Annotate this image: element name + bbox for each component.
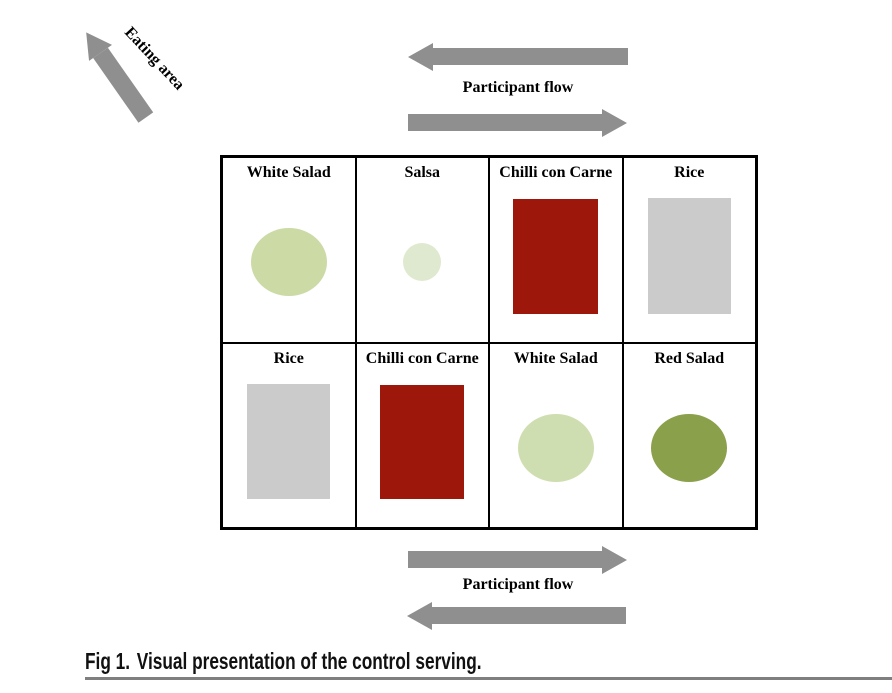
arrow-head-icon — [408, 42, 433, 71]
cell-label: Rice — [674, 164, 705, 181]
figure-caption-text: Visual presentation of the control servi… — [136, 648, 482, 674]
figure-caption: Fig 1.Visual presentation of the control… — [85, 648, 482, 675]
rice-rect — [647, 198, 731, 315]
shape-wrap — [357, 369, 489, 528]
cell-salsa: Salsa — [355, 157, 489, 343]
cell-white-salad-row2: White Salad — [489, 342, 623, 528]
white-salad-circle — [250, 228, 327, 297]
shape-wrap — [490, 369, 622, 528]
caption-divider-rule — [85, 677, 892, 680]
chilli-con-carne-rect — [380, 384, 465, 499]
cell-label: Chilli con Carne — [499, 164, 613, 181]
participant-flow-top-left-arrow-icon — [408, 42, 628, 71]
shape-wrap — [357, 183, 489, 342]
participant-flow-bottom-left-arrow-icon — [407, 601, 626, 630]
red-salad-circle — [651, 413, 728, 482]
participant-flow-top-label: Participant flow — [462, 79, 574, 96]
cell-chilli-con-carne-row2: Chilli con Carne — [355, 342, 489, 528]
cell-red-salad: Red Salad — [622, 342, 756, 528]
cell-label: Chilli con Carne — [365, 349, 479, 367]
shape-wrap — [624, 183, 756, 342]
shape-wrap — [624, 369, 756, 528]
rice-rect — [247, 384, 331, 500]
cell-label: Rice — [273, 349, 304, 367]
participant-flow-bottom-label: Participant flow — [462, 576, 574, 593]
salsa-circle — [403, 243, 442, 282]
chilli-con-carne-rect — [513, 198, 599, 314]
buffet-table: White Salad Salsa Chilli con Carne Rice — [220, 155, 758, 530]
participant-flow-bottom-right-arrow-icon — [408, 545, 627, 574]
cell-rice-row1: Rice — [622, 157, 756, 343]
participant-flow-top-right-arrow-icon — [408, 108, 627, 137]
shape-wrap — [490, 183, 622, 342]
arrow-head-icon — [602, 108, 627, 137]
cell-chilli-con-carne-row1: Chilli con Carne — [489, 157, 623, 343]
cell-label: Salsa — [404, 164, 441, 181]
cell-label: Red Salad — [654, 349, 725, 367]
arrow-shaft — [433, 48, 628, 65]
shape-wrap — [223, 369, 355, 528]
cell-rice-row2: Rice — [222, 342, 356, 528]
cell-label: White Salad — [246, 164, 331, 181]
figure-caption-number: Fig 1. — [85, 648, 131, 674]
arrow-head-icon — [407, 601, 432, 630]
arrow-shaft — [408, 551, 602, 568]
arrow-head-icon — [602, 545, 627, 574]
white-salad-circle — [517, 413, 594, 482]
arrow-shaft — [432, 607, 626, 624]
shape-wrap — [223, 183, 355, 342]
arrow-shaft — [408, 114, 602, 131]
cell-white-salad-row1: White Salad — [222, 157, 356, 343]
cell-label: White Salad — [513, 349, 598, 367]
